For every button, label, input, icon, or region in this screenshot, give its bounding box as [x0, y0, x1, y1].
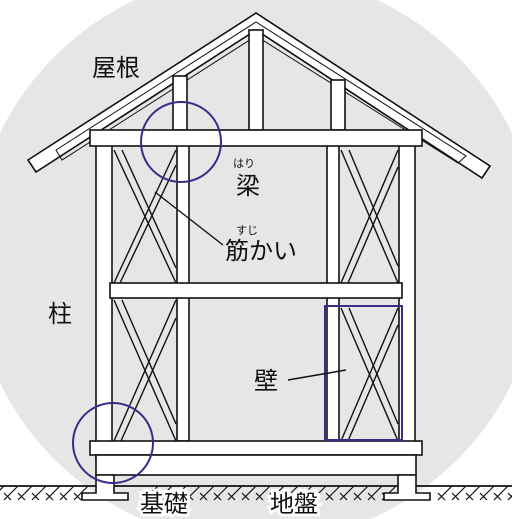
label-ground: 地盤	[270, 490, 318, 518]
label-wall: 壁	[254, 367, 278, 395]
wall-leader	[287, 369, 347, 381]
label-foundation: 基礎	[140, 490, 188, 518]
beam-joint-circle	[140, 101, 222, 183]
foundation	[81, 454, 431, 501]
label-brace: 筋かい	[225, 237, 297, 265]
highlight-circles	[72, 101, 222, 484]
label-brace-ruby: すじ	[236, 224, 258, 237]
ground-hatching	[0, 485, 512, 501]
beams	[89, 129, 423, 456]
label-beam-ruby: はり	[233, 157, 255, 170]
roof	[26, 12, 492, 180]
foundation-joint-circle	[72, 402, 154, 484]
leader-lines	[154, 191, 347, 381]
roof-struts	[172, 29, 346, 131]
brace-leader	[154, 191, 224, 246]
label-beam: 梁	[236, 172, 260, 200]
braces	[113, 149, 399, 442]
label-roof: 屋根	[92, 54, 140, 82]
label-column: 柱	[48, 300, 72, 328]
